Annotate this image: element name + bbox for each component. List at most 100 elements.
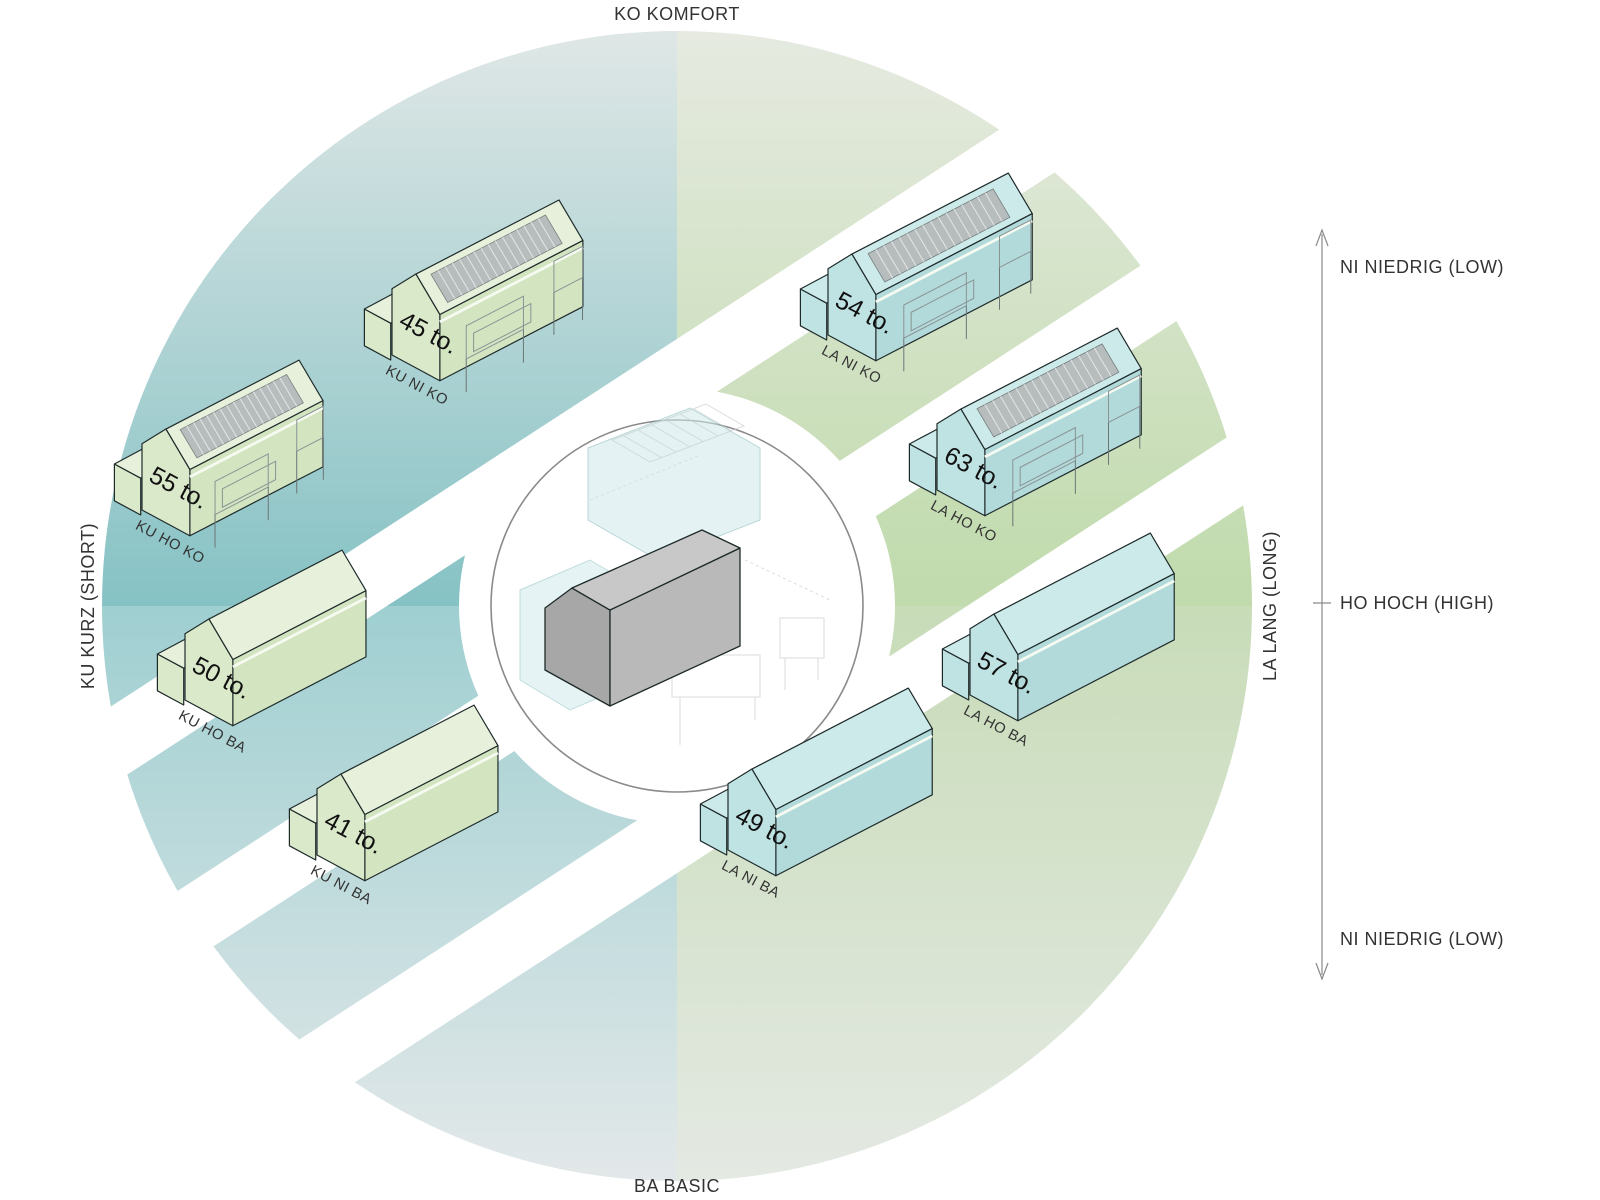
solar-panel-divider (444, 266, 463, 296)
solar-panel-divider (206, 415, 224, 445)
scale-label-top: NI NIEDRIG (LOW) (1340, 257, 1504, 277)
eave-highlight (875, 219, 1033, 304)
building-ku-ni-ba: 41 to.KU NI BA (288, 704, 499, 908)
axis-label-basic: BA BASIC (634, 1176, 720, 1196)
solar-panel-divider (1046, 371, 1065, 401)
solar-panel-divider (1093, 347, 1112, 377)
solar-panel-divider (992, 400, 1010, 430)
solar-panel-divider (266, 384, 284, 414)
scale-label-middle: HO HOCH (HIGH) (1340, 593, 1494, 613)
building-gable (827, 253, 877, 362)
solar-panel-divider (984, 404, 1003, 434)
balcony-frame (465, 295, 524, 360)
solar-panel-divider (1078, 355, 1096, 385)
solar-panel-divider (219, 408, 238, 438)
solar-panel-divider (494, 240, 513, 270)
solar-panel-divider (883, 245, 901, 275)
balcony-frame-upper (998, 219, 1032, 269)
solar-panel-divider (1070, 359, 1089, 389)
solar-panel-divider (922, 225, 940, 254)
eave-highlight (1017, 579, 1175, 664)
building-gable (141, 428, 191, 537)
solar-panel-divider (1015, 388, 1034, 418)
building-gable (391, 273, 441, 382)
building-gable (316, 773, 366, 882)
solar-panel-divider (984, 192, 1003, 222)
solar-panel-divider (232, 401, 251, 431)
solar-panel-divider (930, 220, 948, 250)
axis-label-kurz: KU KURZ (SHORT) (78, 523, 98, 689)
solar-panel-divider (279, 377, 298, 407)
solar-panel-divider (1023, 384, 1042, 413)
building-la-ni-ba: 49 to.LA NI BA (699, 687, 933, 902)
solar-panel-divider (437, 270, 456, 300)
solar-panel-divider (239, 398, 258, 428)
building-ku-ho-ko: 55 to.KU HO KO (113, 359, 324, 567)
solar-panel-divider (891, 241, 909, 271)
zone-short-basic (102, 606, 677, 1181)
core-house-roof (571, 529, 741, 611)
solar-panel-divider (259, 387, 278, 417)
solar-panel-divider (487, 244, 506, 274)
arrow-down-icon (1315, 962, 1329, 981)
solar-panel-divider (502, 236, 520, 266)
solar-panel-divider (961, 204, 980, 234)
solar-panel-divider (875, 249, 894, 279)
balcony-frame-upper (296, 405, 324, 453)
height-scale: NI NIEDRIG (LOW) HO HOCH (HIGH) NI NIEDR… (1313, 228, 1504, 981)
solar-panel-divider (252, 391, 271, 421)
eave-highlight (984, 374, 1142, 459)
solar-panel-divider (1062, 363, 1081, 393)
balcony-frame-upper (553, 245, 584, 294)
solar-panel-divider (1086, 351, 1104, 381)
balcony-frame (1012, 426, 1076, 494)
eave-highlight (775, 734, 933, 819)
balcony-frame-upper (1107, 374, 1141, 424)
solar-panel-divider (906, 233, 925, 263)
center-module (490, 403, 864, 793)
balcony-rail (221, 460, 277, 509)
solar-panel-divider (459, 259, 477, 288)
solar-panel-divider (199, 418, 218, 448)
balcony-rail (1019, 434, 1084, 487)
solar-panel-divider (537, 218, 556, 248)
solar-panel-divider (186, 425, 205, 455)
solar-panel-divider (212, 412, 231, 441)
solar-panel-divider (898, 237, 917, 267)
solar-panel-divider (1007, 392, 1026, 422)
balcony-rail (910, 279, 975, 332)
balcony-rail (473, 302, 532, 353)
solar-panel-divider (1031, 380, 1049, 409)
solar-panel-divider (937, 216, 956, 246)
balcony-frame (903, 271, 967, 339)
eave-highlight (439, 246, 584, 324)
eave-highlight (364, 751, 499, 824)
building-la-ho-ko: 63 to.LA HO KO (908, 327, 1142, 546)
solar-panel-divider (945, 212, 964, 242)
solar-panel-divider (226, 405, 244, 435)
solar-panel-divider (466, 255, 484, 285)
solar-panel-divider (914, 229, 933, 258)
scale-label-bottom: NI NIEDRIG (LOW) (1340, 929, 1504, 949)
solar-panel-divider (246, 394, 264, 424)
solar-panel-divider (1054, 367, 1073, 397)
solar-panel-divider (530, 222, 549, 251)
building-la-ho-ba: 57 to.LA HO BA (941, 532, 1175, 750)
solar-panel-divider (1039, 375, 1057, 405)
building-gable (936, 408, 986, 517)
building-gable (969, 613, 1019, 722)
axis-label-lang: LA LANG (LONG) (1260, 531, 1280, 681)
solar-panel-divider (480, 247, 499, 277)
eave-highlight (189, 406, 324, 479)
solar-panel-divider (473, 251, 492, 281)
solar-panel-divider (969, 200, 987, 230)
solar-panel-divider (953, 208, 972, 238)
building-gable (727, 768, 777, 877)
building-gable (184, 618, 234, 727)
solar-panel-divider (516, 229, 535, 259)
building-la-ni-ko: 54 to.LA NI KO (799, 172, 1033, 387)
solar-panel-divider (523, 225, 542, 255)
solar-panel-divider (977, 196, 995, 226)
eave-highlight (232, 596, 367, 669)
